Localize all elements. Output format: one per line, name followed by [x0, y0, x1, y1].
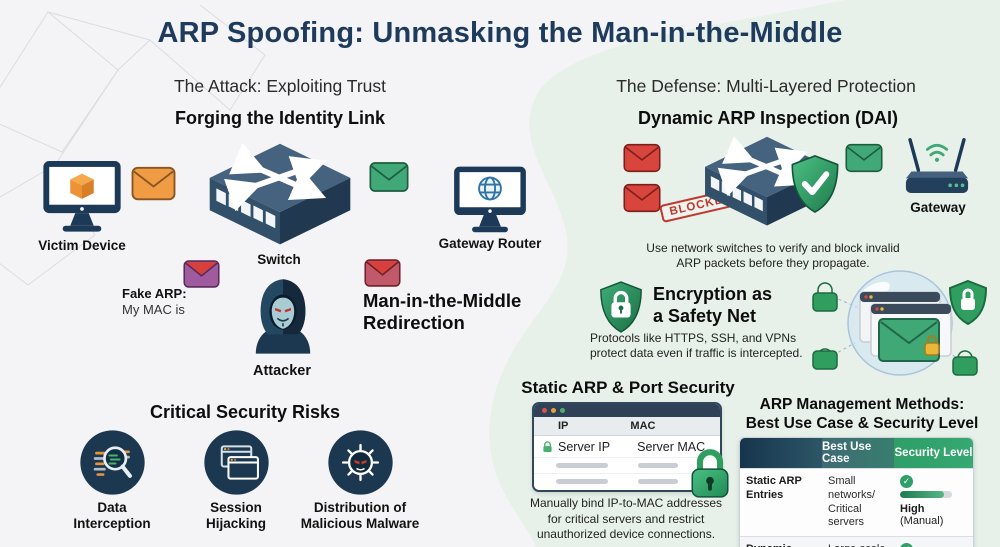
management-table: Best Use Case Security Level Static ARP …	[739, 437, 974, 547]
window-maximize-icon[interactable]	[560, 408, 565, 413]
session-hijacking-icon	[204, 430, 269, 495]
gateway-router-label: Gateway Router	[438, 236, 542, 251]
static-arp-heading: Static ARP & Port Security	[521, 378, 735, 397]
locked-envelope-glyph	[878, 318, 940, 362]
page-title: ARP Spoofing: Unmasking the Man-in-the-M…	[157, 17, 843, 49]
shield-check-icon	[791, 155, 839, 214]
server-mac-cell: Server MAC	[637, 439, 706, 454]
legit-envelope-icon	[369, 162, 409, 192]
globe-glyph	[478, 176, 502, 201]
window-minimize-icon[interactable]	[551, 408, 556, 413]
arp-table-header: IP MAC	[534, 417, 720, 436]
verified-envelope-icon	[845, 143, 883, 173]
risks-heading: Critical Security Risks	[149, 402, 341, 422]
mitm-heading-line1: Man-in-the-Middle	[363, 290, 522, 311]
table-row: Dynamic ARP Inspection (DAI) Large-scale…	[740, 536, 973, 547]
shield-lock-mini-icon	[948, 279, 988, 326]
server-ip-cell: Server IP	[558, 439, 611, 454]
check-icon: ✓	[900, 543, 913, 547]
col-mac: MAC	[630, 420, 656, 432]
use-case-cell: Small networks/ Critical servers	[828, 475, 876, 529]
check-icon: ✓	[900, 475, 913, 488]
attack-heading: Forging the Identity Link	[175, 108, 385, 128]
blocked-envelope-icon	[623, 183, 661, 213]
attack-subtitle: The Attack: Exploiting Trust	[173, 76, 387, 96]
fake-arp-text: My MAC is	[122, 302, 185, 317]
mitm-heading-line2: Redirection	[363, 312, 465, 333]
switch-label: Switch	[257, 252, 301, 267]
cube-glyph	[70, 173, 94, 199]
arp-request-envelope-icon	[131, 166, 176, 201]
arp-table-window: IP MAC Server IP Server MAC	[532, 402, 722, 492]
window-titlebar	[534, 404, 720, 417]
port-security-padlock-icon	[691, 449, 729, 498]
victim-device-icon	[43, 161, 121, 232]
method-cell: Static ARP Entries	[746, 475, 802, 501]
dai-caption: Use network switches to verify and block…	[646, 241, 900, 271]
placeholder-row	[534, 458, 720, 474]
defense-subtitle: The Defense: Multi-Layered Protection	[616, 76, 916, 96]
header-use-case-cell: Best Use Case	[822, 438, 894, 468]
victim-device-label: Victim Device	[38, 238, 126, 253]
management-table-header: Best Use Case Security Level	[740, 438, 973, 468]
blocked-envelope-icon	[623, 143, 661, 173]
management-table-heading: ARP Management Methods: Best Use Case & …	[745, 396, 979, 433]
lock-icon	[543, 440, 552, 452]
malware-distribution-icon	[328, 430, 393, 495]
window-close-icon[interactable]	[542, 408, 547, 413]
shield-lock-icon	[600, 281, 642, 333]
fake-arp-envelope-icon	[183, 260, 220, 288]
crossed-arrows-glyph	[717, 136, 809, 197]
security-cell: ✓ High (Automated)	[894, 537, 973, 547]
crossed-arrows-glyph	[223, 143, 327, 212]
attacker-icon	[255, 279, 311, 354]
encryption-heading-line1: Encryption as	[653, 284, 773, 304]
dai-heading: Dynamic ARP Inspection (DAI)	[637, 108, 899, 128]
encryption-bubble-illustration	[812, 270, 988, 376]
method-cell: Dynamic ARP Inspection (DAI)	[740, 537, 822, 547]
gateway-router-icon	[454, 166, 526, 233]
placeholder-row	[534, 474, 720, 489]
attacker-label: Attacker	[252, 363, 312, 379]
fake-arp-bold: Fake ARP:	[122, 286, 187, 301]
security-cell: ✓ High (Manual)	[894, 469, 973, 536]
redirected-envelope-icon	[364, 259, 401, 287]
gateway-icon	[905, 138, 969, 193]
use-case-cell: Large-scale enterprise networks	[822, 537, 894, 547]
gateway-label: Gateway	[910, 200, 966, 215]
security-bar	[900, 490, 952, 498]
static-arp-caption: Manually bind IP-to-MAC addresses for cr…	[529, 496, 723, 542]
padlock-icon	[812, 282, 978, 376]
table-row: Static ARP Entries Small networks/ Criti…	[740, 468, 973, 536]
encryption-heading-line2: a Safety Net	[653, 306, 757, 326]
switch-icon	[209, 143, 351, 245]
wifi-glyph	[925, 143, 949, 157]
arp-table-row: Server IP Server MAC	[534, 436, 720, 458]
header-method-cell	[740, 438, 822, 468]
data-interception-icon	[80, 430, 145, 495]
col-ip: IP	[558, 420, 569, 432]
header-security-cell: Security Level	[894, 438, 973, 468]
